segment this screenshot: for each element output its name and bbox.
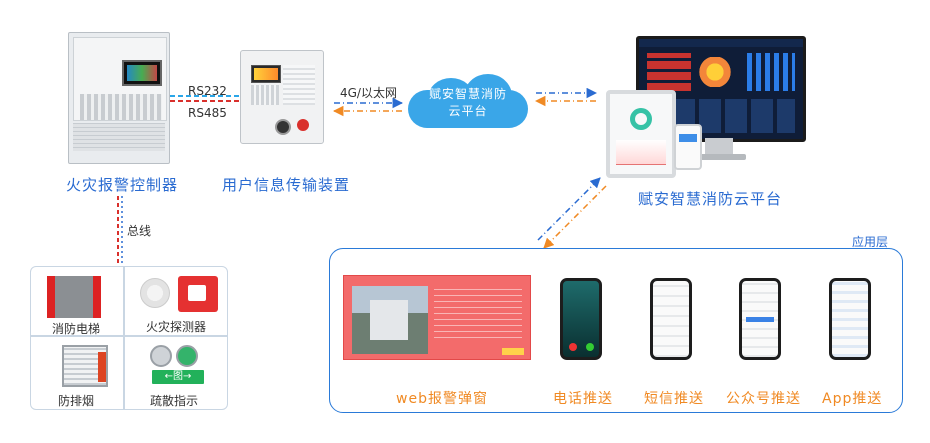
monitor-stand	[705, 138, 733, 156]
platform-to-app-arrow	[543, 185, 607, 249]
equipment-label-detector: 火灾探测器	[146, 320, 207, 334]
phone-call-image	[560, 278, 602, 360]
platform-phone-image	[674, 124, 702, 170]
fire-alarm-controller-image	[68, 32, 170, 164]
platform-label: 赋安智慧消防云平台	[638, 190, 783, 208]
emergency-light-image	[150, 345, 172, 367]
wechat-phone-image	[739, 278, 781, 360]
application-layer-box	[329, 248, 903, 413]
monitor-base	[692, 154, 746, 160]
controller-modules	[73, 123, 165, 151]
transmitter-label: 用户信息传输装置	[222, 176, 351, 194]
manual-call-point-image	[178, 276, 218, 312]
web-alarm-popup-image	[343, 275, 531, 360]
app-to-platform-arrow	[537, 177, 601, 241]
network-label: 4G/以太网	[340, 86, 397, 100]
cloud-title-line2: 云平台	[448, 104, 488, 118]
controller-screen	[122, 60, 162, 86]
smoke-vent-handle	[98, 352, 106, 382]
tablet-line-chart	[616, 140, 666, 165]
sms-phone-image	[650, 278, 692, 360]
device-keys	[251, 85, 279, 105]
app-label-app: App推送	[822, 391, 883, 407]
smoke-detector-image	[140, 278, 170, 308]
app-label-sms: 短信推送	[644, 391, 704, 407]
controller-buttons	[80, 94, 162, 120]
transmission-device-image	[240, 50, 324, 144]
app-label-wechat: 公众号推送	[726, 391, 801, 407]
app-label-phone: 电话推送	[553, 391, 613, 407]
cloud-title-line1: 赋安智慧消防	[428, 87, 507, 101]
equipment-label-evacuation: 疏散指示	[150, 394, 199, 408]
device-alarm-button	[297, 119, 309, 131]
device-indicators	[283, 65, 315, 105]
bus-label: 总线	[127, 224, 152, 238]
tablet-image	[606, 90, 676, 178]
rs232-label: RS232	[188, 84, 227, 98]
device-lock	[275, 119, 291, 135]
fire-elevator-image	[47, 276, 101, 318]
tablet-ring-chart	[630, 108, 652, 130]
controller-panel	[73, 37, 167, 121]
app-label-web: web报警弹窗	[396, 391, 488, 407]
device-screen	[251, 65, 281, 83]
cloud-icon: 赋安智慧消防 云平台	[408, 74, 528, 130]
emergency-light-green-image	[176, 345, 198, 367]
exit-sign-image: ←图→	[152, 370, 204, 384]
equipment-label-smoke: 防排烟	[58, 394, 95, 408]
controller-label: 火灾报警控制器	[66, 176, 179, 194]
application-layer-label: 应用层	[852, 235, 889, 249]
equipment-label-elevator: 消防电梯	[52, 322, 101, 336]
app-phone-image	[829, 278, 871, 360]
rs485-label: RS485	[188, 106, 227, 120]
